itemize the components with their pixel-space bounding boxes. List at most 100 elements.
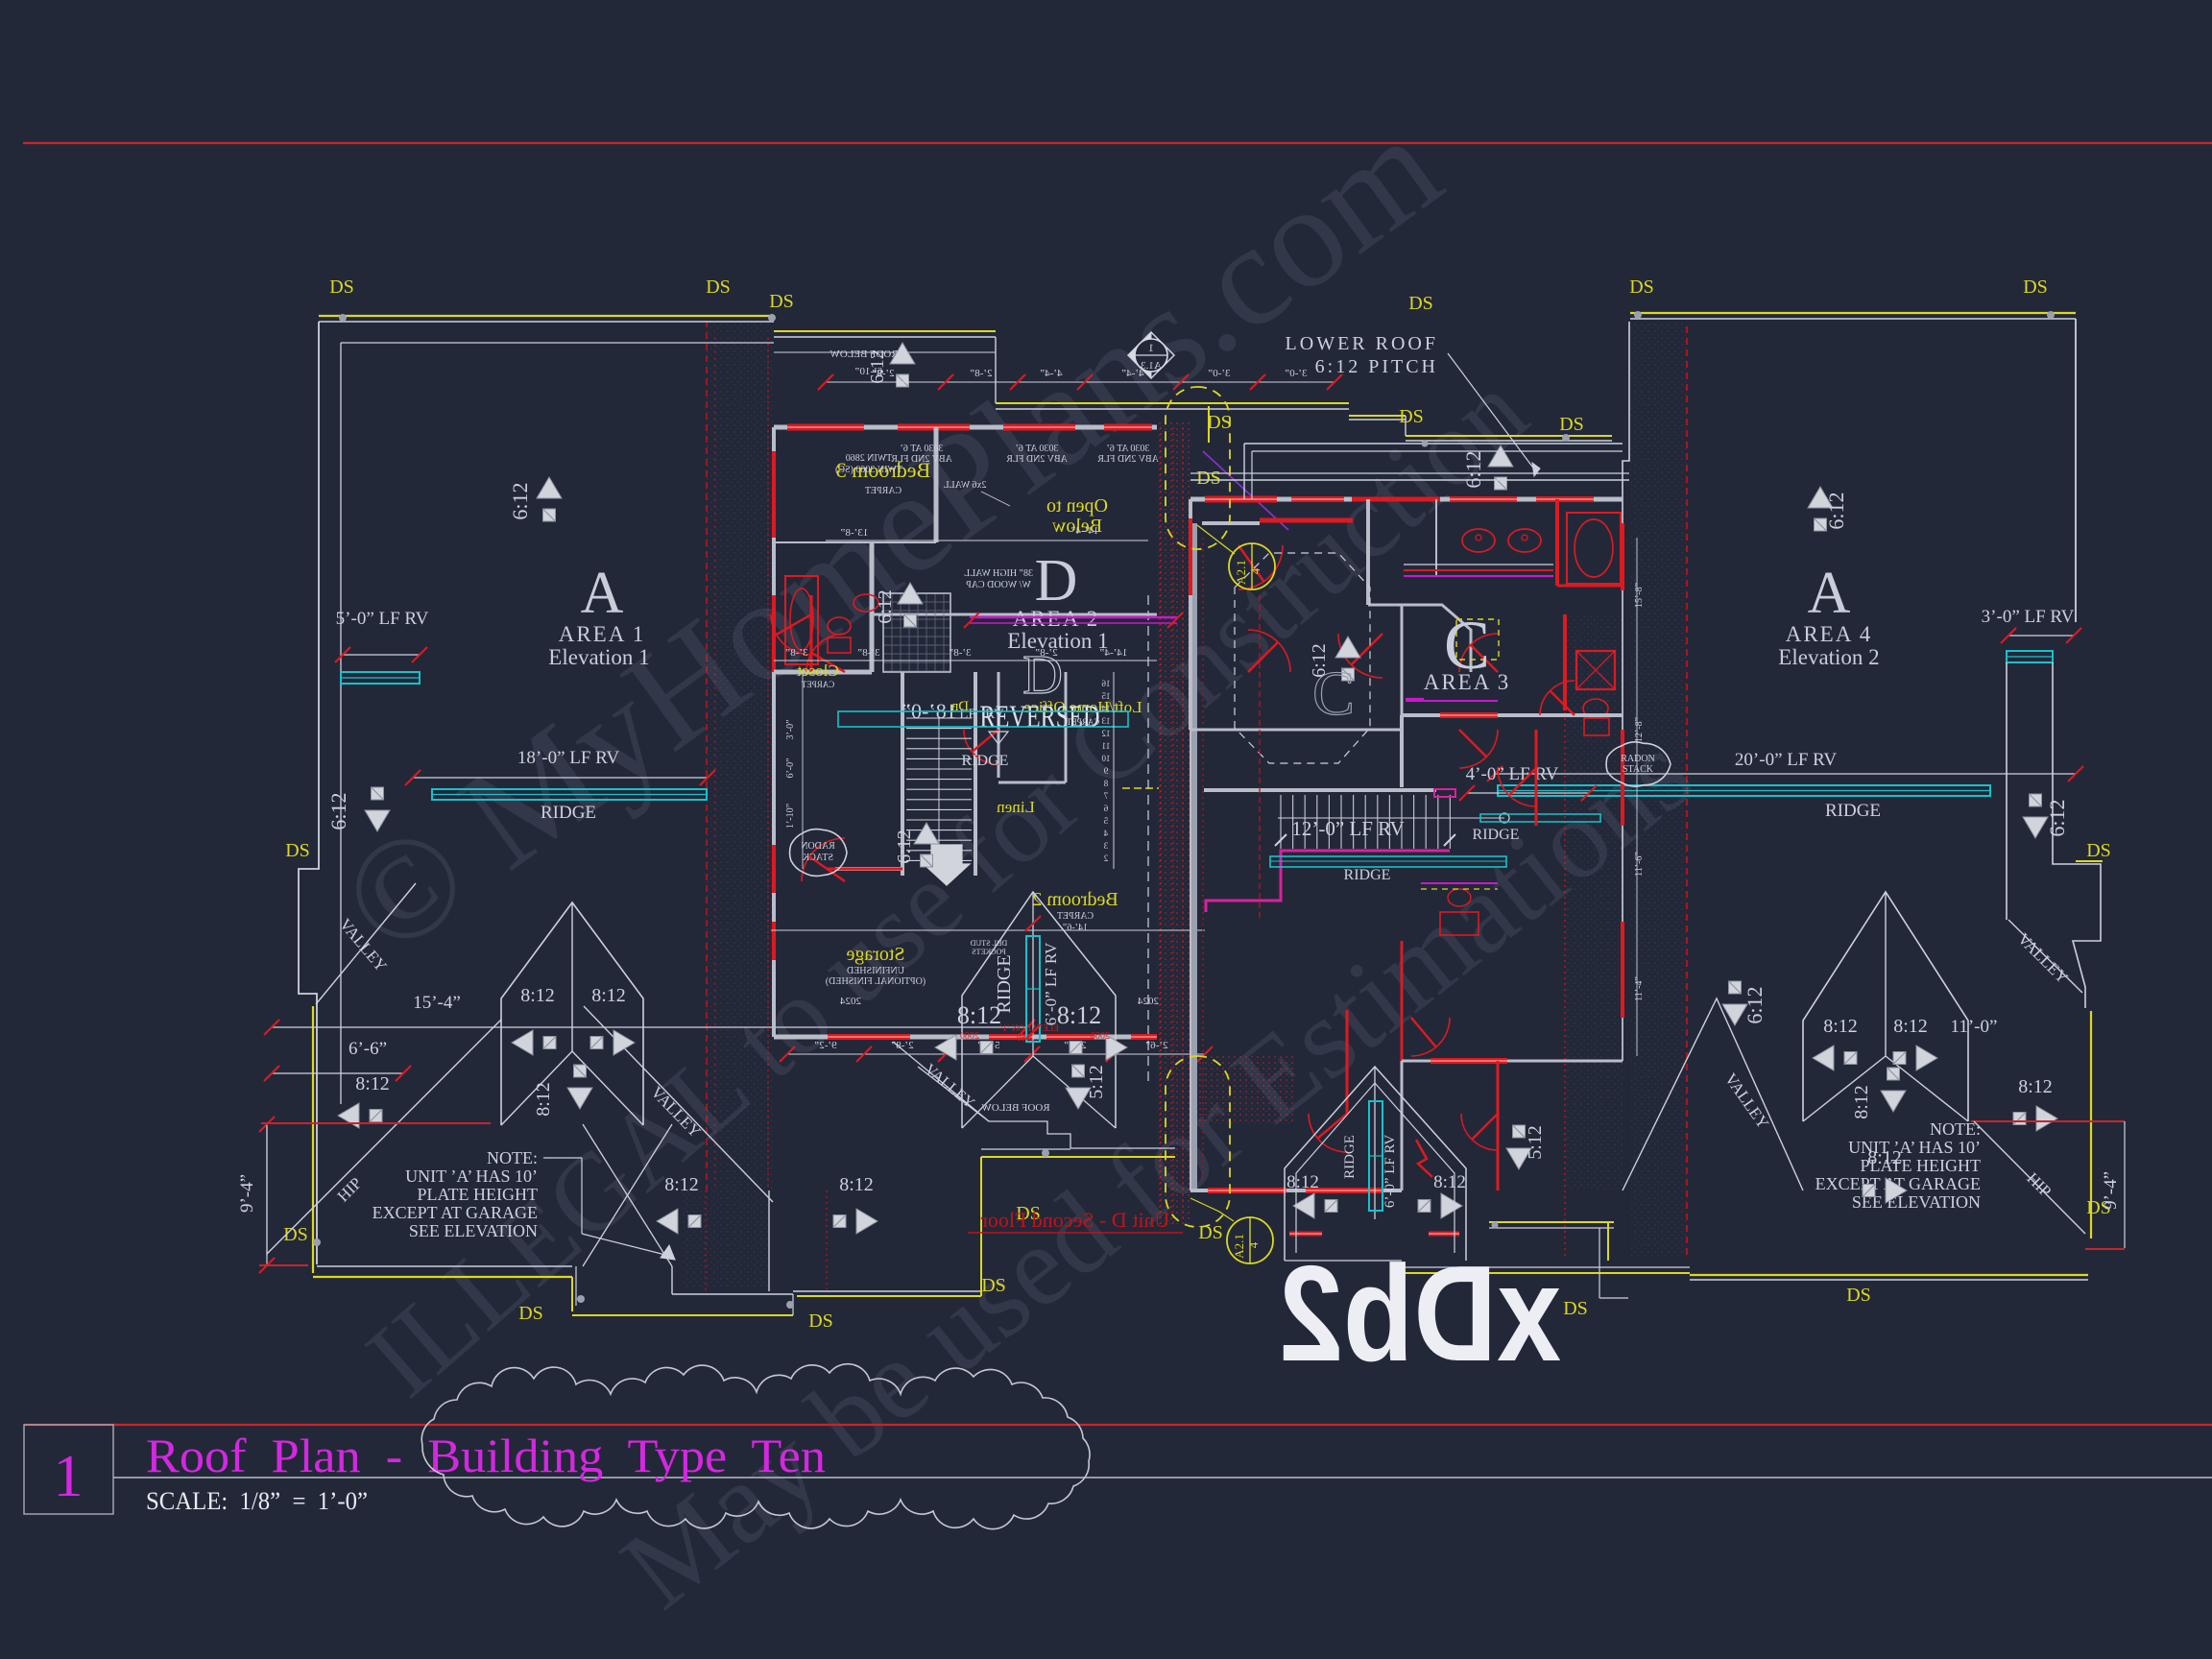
svg-text:8:12: 8:12 [839, 1174, 874, 1195]
svg-text:DS: DS [518, 1303, 543, 1324]
svg-text:Bedroom 2: Bedroom 2 [1032, 889, 1118, 910]
svg-text:DS: DS [1196, 468, 1221, 489]
svg-text:38” HIGH WALL: 38” HIGH WALL [964, 568, 1033, 579]
svg-text:RIDGE: RIDGE [994, 954, 1015, 1013]
svg-text:5:12: 5:12 [1086, 1065, 1107, 1099]
svg-text:CARPET: CARPET [1057, 911, 1094, 922]
svg-text:6’-0” LF RV: 6’-0” LF RV [1382, 1135, 1398, 1208]
svg-text:3030 AT 6’: 3030 AT 6’ [901, 444, 944, 454]
svg-text:POCKETS: POCKETS [972, 948, 1006, 956]
svg-text:2x6 WALL: 2x6 WALL [943, 480, 986, 491]
svg-text:DS: DS [808, 1310, 833, 1332]
svg-text:DS: DS [706, 276, 731, 298]
svg-text:8:12: 8:12 [957, 1001, 1001, 1029]
svg-text:2’-6”: 2’-6” [1145, 1040, 1167, 1051]
svg-text:1: 1 [1148, 341, 1154, 354]
svg-text:Closet: Closet [797, 661, 839, 680]
svg-text:Dn: Dn [950, 699, 969, 714]
svg-text:DS: DS [1563, 1298, 1588, 1319]
svg-text:8:12: 8:12 [1286, 1172, 1319, 1192]
svg-text:RIDGE: RIDGE [541, 803, 596, 823]
svg-text:DS: DS [1559, 414, 1584, 435]
svg-text:DS: DS [1846, 1285, 1871, 1306]
svg-text:6:12: 6:12 [326, 792, 350, 830]
svg-text:ABV 2ND FLR: ABV 2ND FLR [1006, 454, 1068, 465]
svg-text:ELEVATION ’1’: ELEVATION ’1’ [999, 1023, 1059, 1033]
svg-text:2060: 2060 [1091, 1031, 1110, 1042]
svg-text:11: 11 [1102, 741, 1111, 751]
svg-text:3’-8”: 3’-8” [785, 647, 807, 659]
svg-text:3’-8”: 3’-8” [949, 647, 971, 659]
svg-text:RIDGE: RIDGE [962, 753, 1009, 769]
svg-text:6:12: 6:12 [875, 589, 896, 624]
svg-text:DS: DS [1399, 406, 1424, 427]
svg-text:15’-8”: 15’-8” [1634, 583, 1645, 608]
svg-text:Bedroom 3: Bedroom 3 [836, 458, 930, 482]
svg-text:Elevation 1: Elevation 1 [548, 645, 649, 669]
svg-text:8:12: 8:12 [664, 1174, 699, 1195]
svg-text:8:12: 8:12 [1433, 1172, 1466, 1192]
svg-text:RADON: RADON [801, 841, 835, 852]
svg-text:DS: DS [981, 1275, 1006, 1296]
svg-text:C: C [1444, 607, 1490, 684]
svg-text:3030 AT 6’: 3030 AT 6’ [1016, 444, 1059, 454]
svg-text:RIDGE: RIDGE [1473, 827, 1520, 843]
svg-text:PLATE HEIGHT: PLATE HEIGHT [418, 1185, 538, 1204]
svg-text:UNIT ’A’ HAS 10’: UNIT ’A’ HAS 10’ [405, 1166, 538, 1186]
svg-text:8: 8 [1103, 779, 1108, 788]
svg-text:A1.3: A1.3 [1141, 360, 1162, 372]
svg-text:RIDGE: RIDGE [1825, 801, 1881, 821]
svg-text:16: 16 [1101, 679, 1111, 688]
svg-text:RIDGE: RIDGE [1342, 1135, 1358, 1179]
svg-text:Open to: Open to [1046, 495, 1108, 517]
svg-text:20’-0” LF RV: 20’-0” LF RV [1735, 750, 1837, 770]
svg-text:STACK: STACK [1623, 764, 1654, 775]
svg-text:Storage: Storage [846, 944, 904, 965]
svg-text:DS: DS [329, 276, 354, 298]
svg-text:11’-0”: 11’-0” [1951, 1017, 1998, 1037]
svg-text:5:12: 5:12 [1525, 1125, 1546, 1160]
svg-text:8:12: 8:12 [591, 985, 626, 1006]
svg-text:9: 9 [1103, 766, 1108, 776]
svg-text:D: D [1035, 548, 1078, 613]
svg-text:A: A [1808, 561, 1851, 626]
svg-text:DS: DS [2086, 840, 2111, 861]
svg-text:12’-8”: 12’-8” [1634, 717, 1645, 742]
svg-text:NOTE:: NOTE: [487, 1148, 538, 1167]
svg-text:EXCEPT AT GARAGE: EXCEPT AT GARAGE [373, 1203, 538, 1222]
svg-text:3’-0” LF RV: 3’-0” LF RV [1982, 607, 2075, 627]
svg-text:Linen: Linen [997, 798, 1035, 816]
svg-text:DS: DS [1198, 1222, 1223, 1243]
svg-text:3060: 3060 [1017, 1033, 1035, 1043]
svg-text:13’-8”: 13’-8” [841, 527, 869, 539]
svg-text:EXCEPT AT GARAGE: EXCEPT AT GARAGE [1815, 1174, 1981, 1193]
svg-text:8:12: 8:12 [520, 985, 555, 1006]
svg-text:ABV 2ND FLR: ABV 2ND FLR [1097, 454, 1159, 465]
svg-text:2: 2 [1104, 854, 1109, 863]
svg-text:6’-0” LF RV: 6’-0” LF RV [1042, 942, 1060, 1025]
svg-text:Below: Below [1051, 516, 1102, 537]
svg-text:xDb2: xDb2 [1279, 1238, 1561, 1390]
svg-text:A: A [581, 561, 624, 626]
svg-text:8:12: 8:12 [1823, 1016, 1858, 1037]
svg-text:6:12: 6:12 [1461, 450, 1485, 488]
svg-text:REVERSED: REVERSED [980, 700, 1100, 734]
svg-text:DS: DS [2086, 1197, 2111, 1218]
svg-text:DS: DS [1629, 276, 1654, 298]
svg-text:12’-0” LF RV: 12’-0” LF RV [1291, 817, 1404, 840]
svg-text:4: 4 [1103, 829, 1108, 838]
svg-text:4’-0” LF RV: 4’-0” LF RV [1466, 764, 1559, 784]
svg-text:6: 6 [1103, 804, 1108, 813]
svg-text:8:12: 8:12 [2018, 1076, 2053, 1097]
svg-text:ROOF BELOW: ROOF BELOW [981, 1102, 1050, 1114]
svg-text:12: 12 [1102, 729, 1111, 738]
svg-text:DBL STUD: DBL STUD [970, 939, 1007, 948]
svg-text:DS: DS [2023, 276, 2048, 298]
svg-text:2024: 2024 [1138, 996, 1160, 1007]
svg-text:3’-0”: 3’-0” [1208, 368, 1230, 379]
svg-text:6:12 PITCH: 6:12 PITCH [1315, 356, 1438, 377]
svg-text:6:12: 6:12 [508, 482, 532, 519]
svg-text:6’-0”: 6’-0” [785, 757, 796, 778]
svg-text:RV: RV [985, 707, 1004, 722]
svg-text:3’-8”: 3’-8” [857, 647, 879, 659]
